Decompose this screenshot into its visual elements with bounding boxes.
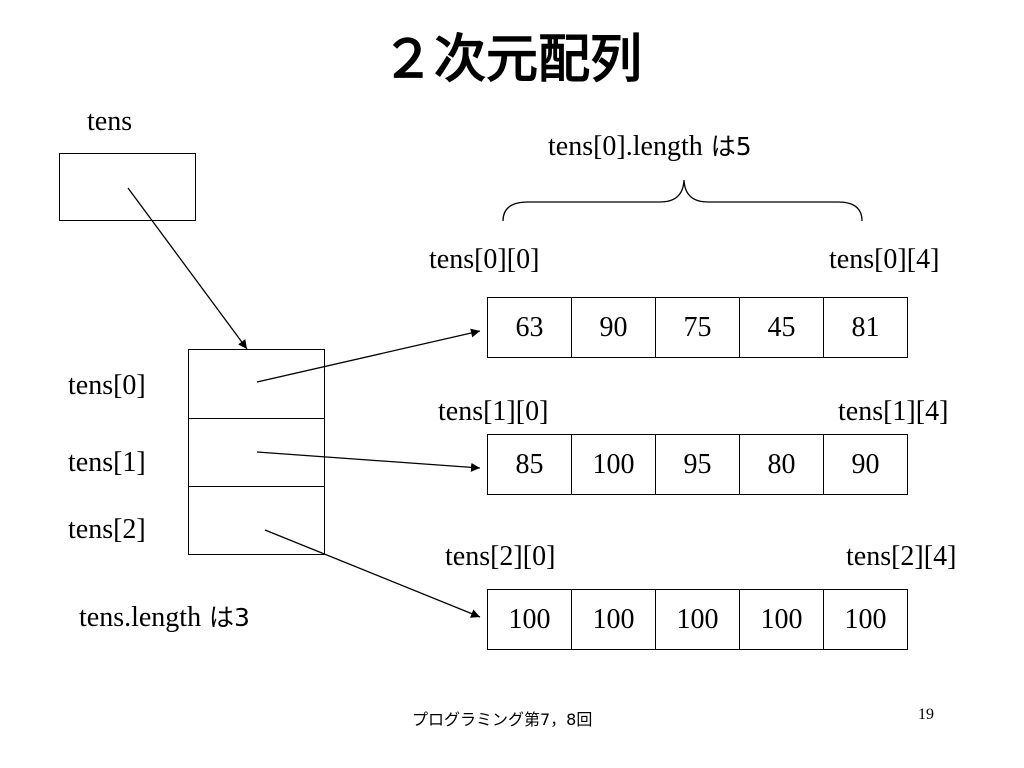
row0-first-label: tens[0][0] bbox=[429, 244, 540, 275]
outer-length-expr: tens.length bbox=[79, 602, 202, 633]
row1-last-label: tens[1][4] bbox=[838, 396, 949, 427]
array-cell: 90 bbox=[823, 434, 908, 495]
array-cell: 85 bbox=[487, 434, 572, 495]
array-cell: 81 bbox=[823, 297, 908, 358]
outer-length-value: は3 bbox=[201, 603, 250, 632]
array-cell: 100 bbox=[487, 589, 572, 650]
outer-length-note: tens.length は3 bbox=[79, 604, 250, 632]
array-cell: 100 bbox=[571, 589, 656, 650]
pointer-arrow-row1 bbox=[256, 451, 481, 472]
ref-label-2: tens[2] bbox=[68, 514, 146, 545]
pointer-arrow-row2 bbox=[264, 529, 481, 618]
inner-length-expr: tens[0].length bbox=[548, 131, 703, 162]
array-cell: 80 bbox=[739, 434, 824, 495]
array-cell: 45 bbox=[739, 297, 824, 358]
array-cell: 95 bbox=[655, 434, 740, 495]
pointer-arrow-row0 bbox=[256, 328, 481, 383]
ref-label-0: tens[0] bbox=[68, 370, 146, 401]
ref-cell-1 bbox=[188, 418, 325, 487]
inner-length-note: tens[0].length は5 bbox=[548, 133, 752, 161]
array-cell: 100 bbox=[739, 589, 824, 650]
row0-last-label: tens[0][4] bbox=[829, 244, 940, 275]
array-cell: 100 bbox=[823, 589, 908, 650]
footer-course: プログラミング第7，8回 bbox=[412, 710, 593, 729]
array-cell: 75 bbox=[655, 297, 740, 358]
row2-last-label: tens[2][4] bbox=[846, 541, 957, 572]
pointer-arrow-tens bbox=[127, 187, 248, 350]
array-cell: 100 bbox=[655, 589, 740, 650]
array-cell: 90 bbox=[571, 297, 656, 358]
page-number: 19 bbox=[918, 706, 934, 723]
ref-label-1: tens[1] bbox=[68, 447, 146, 478]
array-row-0: 63 90 75 45 81 bbox=[487, 297, 908, 358]
array-row-1: 85 100 95 80 90 bbox=[487, 434, 908, 495]
page-title: ２次元配列 bbox=[381, 30, 642, 90]
row2-first-label: tens[2][0] bbox=[445, 541, 556, 572]
curly-brace bbox=[502, 179, 863, 222]
tens-variable-label: tens bbox=[87, 106, 133, 137]
ref-cell-2 bbox=[188, 486, 325, 555]
tens-variable-box bbox=[59, 153, 196, 221]
array-row-2: 100 100 100 100 100 bbox=[487, 589, 908, 650]
row1-first-label: tens[1][0] bbox=[438, 396, 549, 427]
array-cell: 100 bbox=[571, 434, 656, 495]
inner-length-value: は5 bbox=[702, 132, 752, 161]
array-cell: 63 bbox=[487, 297, 572, 358]
ref-cell-0 bbox=[188, 349, 325, 419]
